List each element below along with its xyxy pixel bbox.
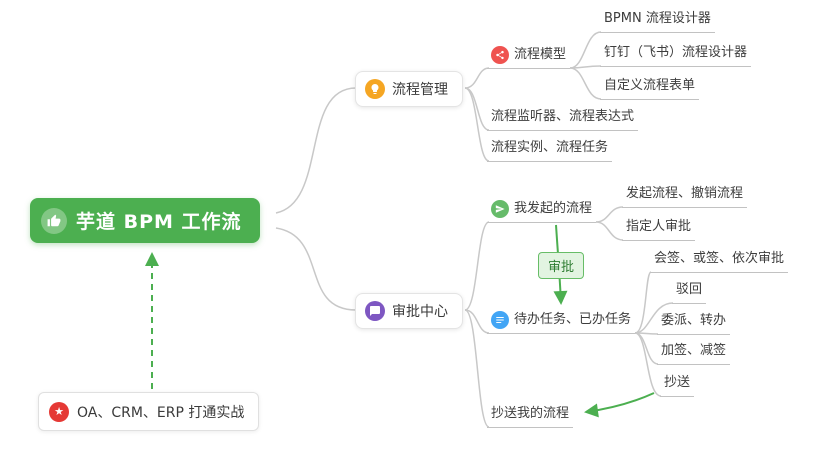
relation-label-approval[interactable]: 审批 xyxy=(538,252,585,279)
topic-process-listener[interactable]: 流程监听器、流程表达式 xyxy=(487,108,639,131)
star-icon: ★ xyxy=(49,401,69,422)
topic-cc-label: 抄送 xyxy=(664,375,691,390)
topic-custom-form[interactable]: 自定义流程表单 xyxy=(600,77,700,100)
topic-initiate-revoke[interactable]: 发起流程、撤销流程 xyxy=(622,185,748,208)
topic-process-model-label: 流程模型 xyxy=(514,47,567,62)
share-nodes-icon xyxy=(491,46,509,64)
topic-countersign[interactable]: 会签、或签、依次审批 xyxy=(650,250,789,273)
connector-todo-to-countersign xyxy=(634,271,652,334)
topic-delegate-transfer-label: 委派、转办 xyxy=(661,313,727,328)
task-list-icon xyxy=(491,311,509,329)
branch-approval-center-label: 审批中心 xyxy=(392,304,448,320)
topic-assignee-approval-label: 指定人审批 xyxy=(626,219,692,234)
topic-bpmn-designer[interactable]: BPMN 流程设计器 xyxy=(600,10,715,33)
relation-label-approval-text: 审批 xyxy=(548,260,575,275)
note-topic[interactable]: ★ OA、CRM、ERP 打通实战 xyxy=(38,392,260,431)
topic-countersign-label: 会签、或签、依次审批 xyxy=(654,251,785,266)
topic-addsign-removesign[interactable]: 加签、减签 xyxy=(657,342,731,365)
root-topic-label: 芋道 BPM 工作流 xyxy=(76,211,242,233)
topic-addsign-removesign-label: 加签、减签 xyxy=(661,343,727,358)
branch-process-management-label: 流程管理 xyxy=(392,82,448,98)
topic-bpmn-designer-label: BPMN 流程设计器 xyxy=(604,11,711,26)
connector-root-to-approval-center xyxy=(275,227,357,311)
connector-model-to-custom-form xyxy=(569,67,602,100)
topic-delegate-transfer[interactable]: 委派、转办 xyxy=(657,312,731,335)
arrow-cc-to-cc-me xyxy=(584,392,655,418)
topic-cc-my-processes-label: 抄送我的流程 xyxy=(491,406,570,421)
topic-todo-done-tasks[interactable]: 待办任务、已办任务 xyxy=(487,311,636,334)
topic-dingtalk-designer-label: 钉钉（飞书）流程设计器 xyxy=(604,45,748,60)
connector-pm-to-model xyxy=(464,67,490,89)
note-topic-label: OA、CRM、ERP 打通实战 xyxy=(77,404,245,421)
topic-reject-label: 驳回 xyxy=(676,282,703,297)
connector-root-to-process-management xyxy=(275,87,357,214)
lightbulb-icon xyxy=(365,79,385,99)
topic-custom-form-label: 自定义流程表单 xyxy=(604,78,696,93)
branch-process-management[interactable]: 流程管理 xyxy=(355,71,463,107)
connector-todo-to-cc xyxy=(634,332,662,397)
thumbs-up-icon xyxy=(41,207,67,234)
connector-ac-to-cc-me xyxy=(464,309,490,428)
branch-approval-center[interactable]: 审批中心 xyxy=(355,293,463,329)
topic-initiate-revoke-label: 发起流程、撤销流程 xyxy=(626,186,744,201)
topic-assignee-approval[interactable]: 指定人审批 xyxy=(622,218,696,241)
topic-dingtalk-designer[interactable]: 钉钉（飞书）流程设计器 xyxy=(600,44,752,67)
topic-process-instance-label: 流程实例、流程任务 xyxy=(491,140,609,155)
chat-bubble-icon xyxy=(365,301,385,321)
root-topic[interactable]: 芋道 BPM 工作流 xyxy=(30,198,260,243)
topic-process-listener-label: 流程监听器、流程表达式 xyxy=(491,109,635,124)
connector-ac-to-my-processes xyxy=(464,221,490,311)
topic-process-model[interactable]: 流程模型 xyxy=(487,46,571,69)
topic-my-processes[interactable]: 我发起的流程 xyxy=(487,200,597,223)
send-icon xyxy=(491,200,509,218)
topic-todo-done-tasks-label: 待办任务、已办任务 xyxy=(514,312,632,327)
topic-reject[interactable]: 驳回 xyxy=(672,281,707,304)
topic-cc-my-processes[interactable]: 抄送我的流程 xyxy=(487,405,574,428)
connector-my-to-assignee xyxy=(595,221,624,241)
connector-my-to-initiate xyxy=(595,206,624,223)
topic-my-processes-label: 我发起的流程 xyxy=(514,201,593,216)
topic-process-instance[interactable]: 流程实例、流程任务 xyxy=(487,139,613,162)
connector-pm-to-instance xyxy=(464,87,490,162)
connector-todo-to-reject xyxy=(634,302,674,334)
topic-cc[interactable]: 抄送 xyxy=(660,374,695,397)
connector-ac-to-todo xyxy=(464,309,490,334)
connector-model-to-bpmn xyxy=(569,31,602,69)
